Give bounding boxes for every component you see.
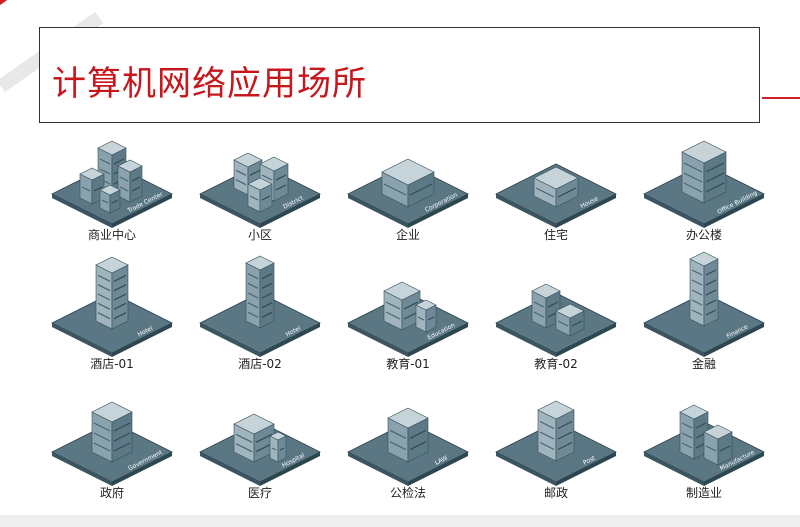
scene-label: 酒店-02 xyxy=(238,357,282,371)
scene-label: 制造业 xyxy=(685,486,722,500)
scene-label: 小区 xyxy=(247,228,272,242)
corporation-icon: Corporation xyxy=(347,158,469,228)
scene-label: 公检法 xyxy=(389,486,426,500)
law-icon: LAW xyxy=(347,407,469,486)
hotel-icon: Hotel xyxy=(199,255,321,357)
manufacture-icon: Manufacture xyxy=(643,404,765,486)
scene-label: 邮政 xyxy=(543,486,568,500)
district-icon: District xyxy=(199,152,321,228)
scene-label: 商业中心 xyxy=(87,228,136,242)
scene-label: 教育-01 xyxy=(386,357,430,371)
office-building-icon: Office Building xyxy=(643,140,765,228)
accent-line xyxy=(762,97,800,99)
scene-label: 政府 xyxy=(99,486,124,500)
scene-item: 教育-02 xyxy=(482,251,630,380)
trade-center-icon: Trade Center xyxy=(51,140,173,228)
post-icon: Post xyxy=(495,400,617,486)
hotel-icon: Hotel xyxy=(51,256,173,357)
finance-icon: Finance xyxy=(643,251,765,357)
government-icon: Government xyxy=(51,401,173,486)
scene-label: 企业 xyxy=(395,228,420,242)
scene-label: 医疗 xyxy=(247,486,272,500)
page-title: 计算机网络应用场所 xyxy=(52,64,367,104)
scene-label: 酒店-01 xyxy=(90,357,134,371)
scene-label: 办公楼 xyxy=(685,228,722,242)
scene-label: 金融 xyxy=(691,357,716,371)
scene-label: 教育-02 xyxy=(534,357,578,371)
title-box: 计算机网络应用场所 xyxy=(39,27,760,123)
footer-bar xyxy=(0,515,800,527)
scene-label: 住宅 xyxy=(543,228,568,242)
education-icon xyxy=(495,283,617,357)
hospital-icon: Hospital xyxy=(199,413,321,486)
house-icon: House xyxy=(495,163,617,228)
education-icon: Education xyxy=(347,281,469,357)
